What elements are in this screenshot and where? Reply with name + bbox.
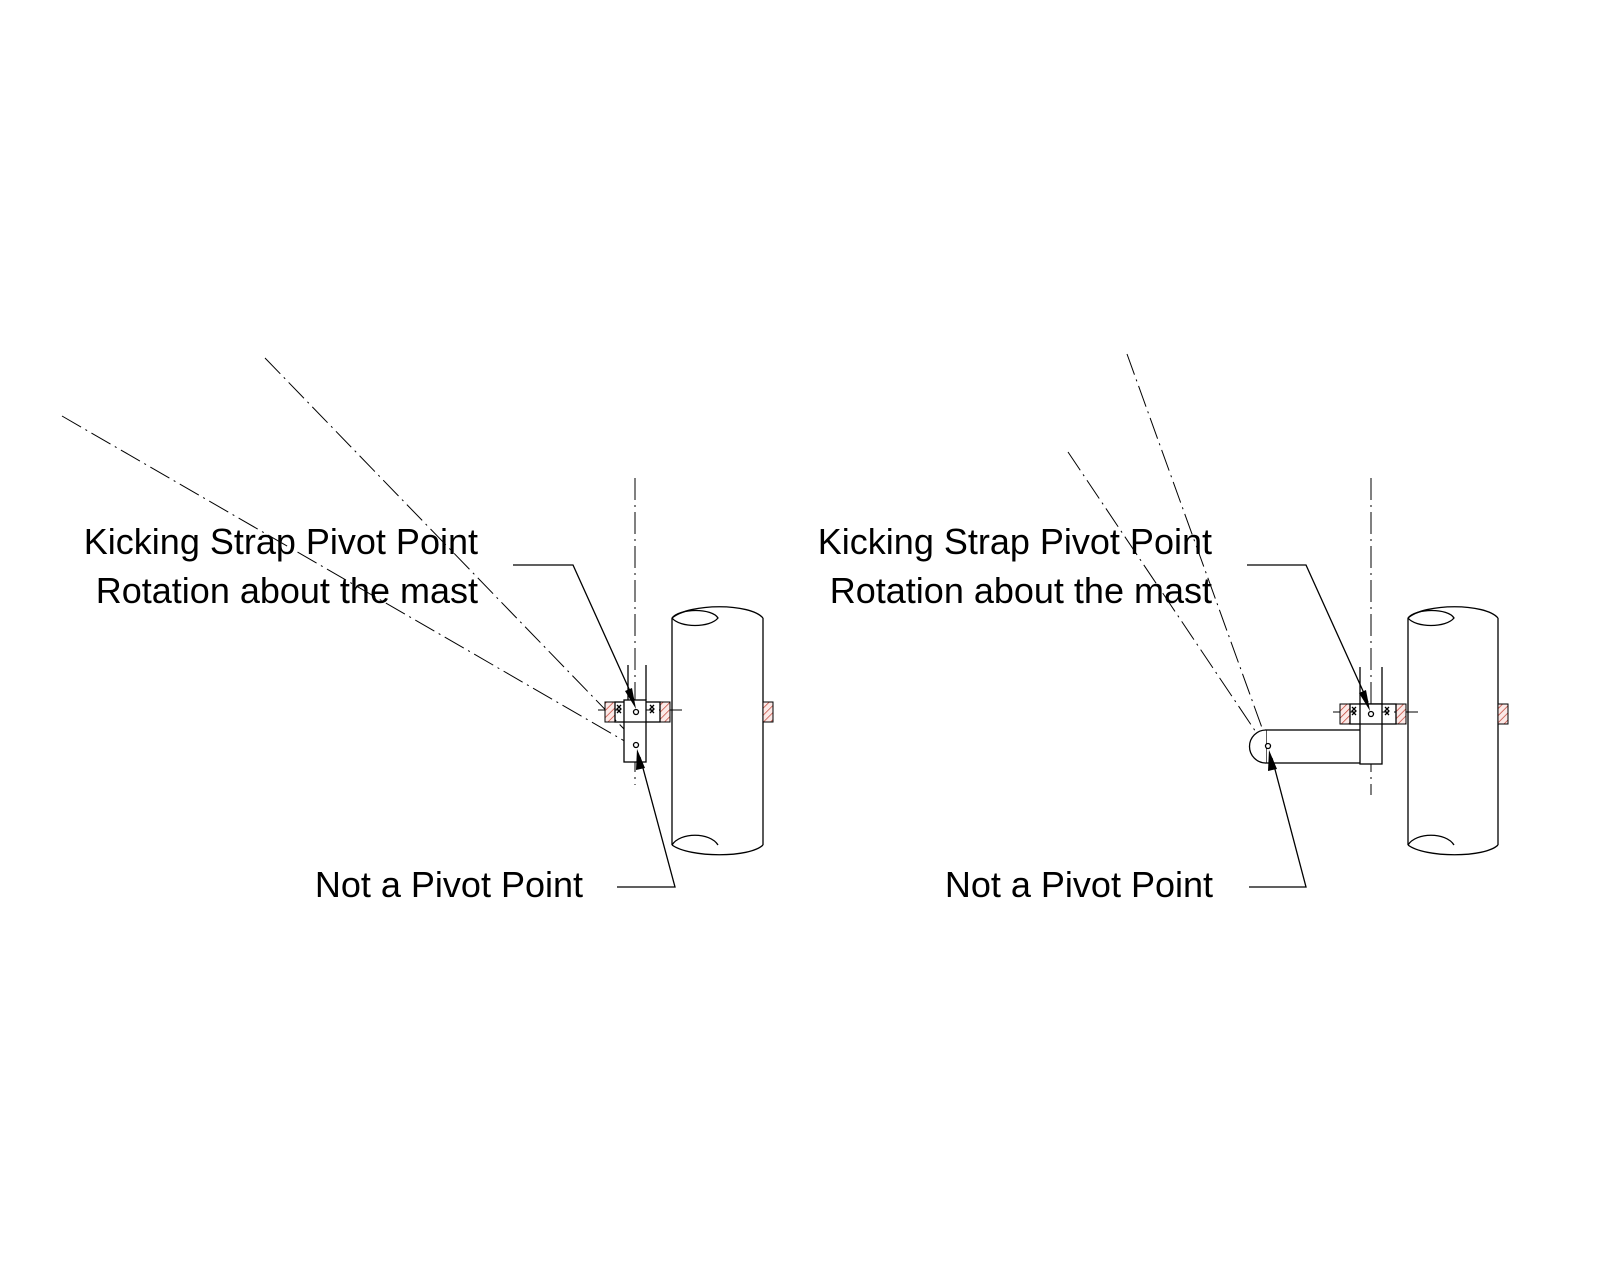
right-pivot-label-line2: Rotation about the mast — [830, 570, 1212, 611]
left-pivot-leader — [513, 564, 635, 701]
left-not-pivot-arrowhead — [636, 749, 645, 770]
right-pivot-leader — [1247, 564, 1369, 703]
left-pivot-label-line2: Rotation about the mast — [96, 570, 478, 611]
left-sweep-line-upper — [264, 357, 626, 731]
left-collar-section-right — [659, 701, 671, 723]
right-bearing-glyphs — [1351, 706, 1390, 716]
left-sweep-line-lower — [61, 415, 629, 744]
right-not-pivot-arrowhead — [1268, 750, 1277, 771]
left-collar-section-left — [604, 701, 616, 723]
right-sweep-line-steep — [1126, 353, 1271, 751]
left-not-pivot-leader — [617, 756, 676, 888]
right-sweep-line-shallow — [1067, 451, 1269, 751]
left-fitting-plate — [623, 699, 647, 763]
right-extension-arm — [1265, 729, 1365, 764]
left-not-pivot-point-icon — [632, 741, 640, 749]
right-mast — [1407, 606, 1499, 856]
right-not-pivot-point-icon — [1264, 742, 1272, 750]
left-pivot-point-icon — [632, 708, 640, 716]
left-bearing-glyphs — [616, 704, 655, 714]
right-collar-section-far — [1497, 703, 1509, 725]
right-not-pivot-label: Not a Pivot Point — [945, 864, 1213, 905]
right-collar-section-left — [1339, 703, 1351, 725]
right-not-pivot-leader — [1249, 757, 1307, 888]
left-not-pivot-label: Not a Pivot Point — [315, 864, 583, 905]
left-collar-section-far — [762, 701, 774, 723]
right-pivot-arrowhead — [1359, 690, 1370, 711]
left-pivot-arrowhead — [625, 688, 636, 709]
left-mast — [671, 606, 764, 856]
right-collar-section-right — [1395, 703, 1407, 725]
right-fitting-plate — [1359, 703, 1383, 765]
right-view: Kicking Strap Pivot Point Rotation about… — [818, 353, 1509, 905]
left-view: Kicking Strap Pivot Point Rotation about… — [61, 357, 774, 905]
right-arm-rounded-end — [1248, 729, 1267, 764]
right-pivot-point-icon — [1367, 710, 1375, 718]
right-pivot-label-line1: Kicking Strap Pivot Point — [818, 521, 1212, 562]
left-pivot-label-line1: Kicking Strap Pivot Point — [84, 521, 478, 562]
